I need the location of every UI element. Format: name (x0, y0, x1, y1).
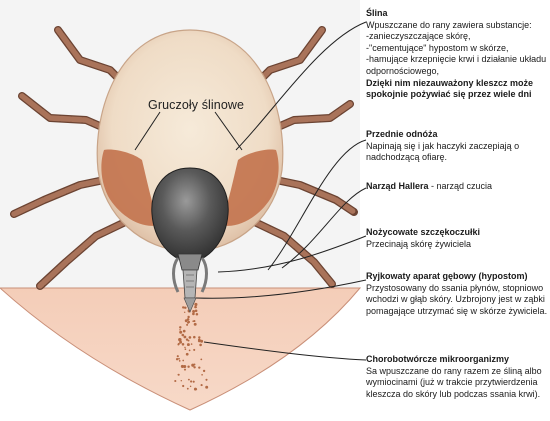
microorganism-dot (190, 380, 192, 382)
front-legs-body: Napinają się i jak haczyki zaczepiają o … (366, 141, 548, 164)
microorganism-dot (186, 338, 188, 340)
microorganism-dot (205, 379, 207, 381)
microorganism-dot (178, 374, 180, 376)
microorganism-dot (179, 360, 181, 362)
microorganism-dot (182, 334, 185, 337)
microorganism-dot (201, 384, 203, 386)
microorganisms-body: Sa wpuszczane do rany razem ze śliną alb… (366, 366, 548, 401)
annotation-front-legs: Przednie odnóża Napinają się i jak haczy… (366, 129, 548, 164)
salivary-glands-label: Gruczoły ślinowe (148, 98, 244, 112)
microorganism-dot (193, 336, 196, 339)
hypostome-body: Przystosowany do ssania płynów, stopniow… (366, 283, 548, 318)
microorganism-dot (182, 385, 184, 387)
microorganism-dot (184, 312, 185, 313)
microorganism-dot (201, 374, 203, 376)
microorganism-dot (182, 343, 185, 346)
microorganism-dot (185, 348, 187, 350)
microorganism-dot (178, 343, 180, 345)
microorganism-dot (193, 381, 195, 383)
microorganism-dot (196, 313, 199, 316)
microorganism-dot (176, 358, 178, 360)
microorganism-dot (195, 306, 197, 308)
microorganism-dot (192, 313, 195, 316)
saliva-title: Ślina (366, 8, 548, 20)
microorganism-dot (198, 366, 200, 368)
microorganism-dot (185, 319, 188, 322)
microorganism-dot (187, 321, 189, 323)
microorganism-dot (187, 343, 190, 346)
microorganism-dot (191, 343, 193, 345)
microorganism-dot (187, 319, 188, 320)
microorganism-dot (203, 370, 205, 372)
microorganism-dot (174, 380, 176, 382)
haller-suffix: - narząd czucia (429, 181, 493, 191)
microorganism-dot (182, 360, 184, 362)
microorganism-dot (183, 365, 186, 368)
front-legs-title: Przednie odnóża (366, 129, 548, 141)
microorganism-dot (179, 329, 181, 331)
microorganism-dot (184, 347, 185, 348)
microorganism-dot (178, 338, 181, 341)
microorganism-dot (193, 349, 195, 351)
haller-title: Narząd Hallera (366, 181, 429, 191)
microorganism-dot (189, 350, 191, 352)
microorganism-dot (179, 341, 182, 344)
microorganism-dot (195, 388, 197, 390)
microorganism-dot (198, 339, 201, 342)
microorganism-dot (187, 388, 189, 390)
annotation-saliva: Ślina Wpuszczane do rany zawiera substan… (366, 8, 548, 101)
capitulum (178, 254, 202, 270)
microorganism-dot (205, 386, 208, 389)
microorganism-dot (181, 380, 182, 381)
microorganism-dot (200, 358, 202, 360)
annotation-microorganisms: Chorobotwórcze mikroorganizmy Sa wpuszcz… (366, 354, 548, 400)
microorganism-dot (184, 336, 187, 339)
microorganism-dot (191, 364, 194, 367)
microorganism-dot (179, 331, 182, 334)
microorganism-dot (187, 316, 189, 318)
microorganism-dot (188, 379, 190, 381)
chelicerae-title: Nożycowate szczękoczułki (366, 227, 548, 239)
chelicerae-body: Przecinają skórę żywiciela (366, 239, 548, 251)
microorganism-dot (195, 310, 198, 313)
microorganism-dot (193, 320, 195, 322)
microorganisms-title: Chorobotwórcze mikroorganizmy (366, 354, 548, 366)
microorganism-dot (194, 323, 197, 326)
microorganism-dot (194, 303, 197, 306)
microorganism-dot (199, 344, 202, 347)
annotation-chelicerae: Nożycowate szczękoczułki Przecinają skór… (366, 227, 548, 250)
microorganism-dot (193, 366, 195, 368)
microorganism-dot (190, 386, 191, 387)
microorganism-dot (185, 307, 187, 309)
microorganism-dot (186, 353, 189, 356)
hypostome-title: Ryjkowaty aparat gębowy (hypostom) (366, 271, 548, 283)
microorganism-dot (183, 330, 186, 333)
microorganism-dot (177, 355, 179, 357)
host-skin (0, 288, 360, 410)
annotation-haller: Narząd Hallera - narząd czucia (366, 181, 548, 193)
microorganism-dot (189, 336, 192, 339)
hypostome (183, 270, 197, 298)
microorganism-dot (198, 336, 200, 338)
microorganism-dot (184, 369, 186, 371)
microorganism-dot (187, 366, 189, 368)
saliva-body: Wpuszczane do rany zawiera substancje: -… (366, 20, 548, 78)
microorganism-dot (179, 326, 181, 328)
microorganism-dot (192, 310, 195, 313)
annotation-hypostome: Ryjkowaty aparat gębowy (hypostom) Przys… (366, 271, 548, 317)
microorganism-dot (178, 358, 180, 360)
microorganism-dot (186, 324, 188, 326)
saliva-emphasis: Dzięki nim niezauważony kleszcz może spo… (366, 78, 548, 101)
